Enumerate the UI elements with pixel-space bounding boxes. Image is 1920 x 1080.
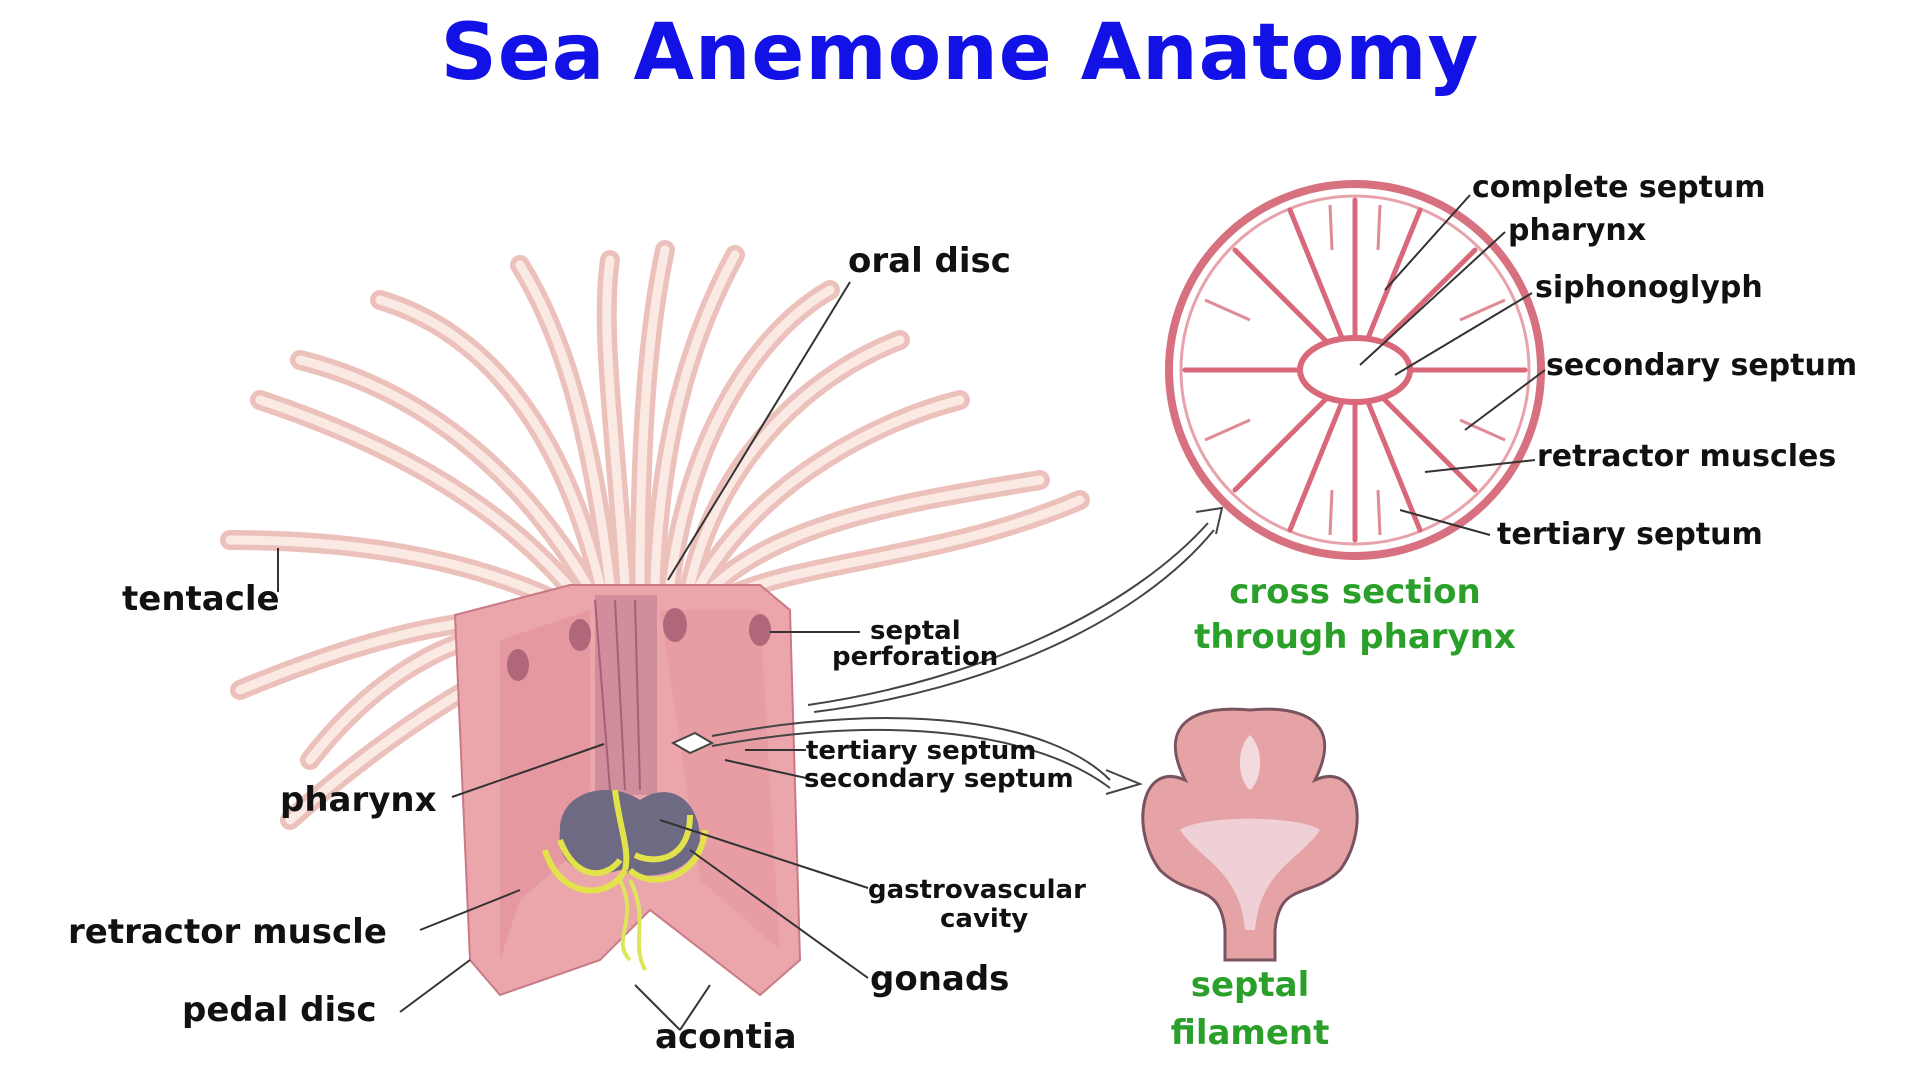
label-acontia: acontia [655, 1017, 797, 1057]
label-tertiary-septum-cross-section: tertiary septum [1497, 517, 1763, 552]
label-pharynx: pharynx [280, 780, 437, 820]
label-secondary-septum-cross-section: secondary septum [1546, 348, 1858, 383]
label-tertiary-septum-main: tertiary septum [806, 736, 1037, 766]
label-septal-perforation-line2: perforation [832, 642, 999, 672]
label-pharynx-cross-section: pharynx [1508, 213, 1647, 248]
label-retractor-muscles: retractor muscles [1537, 439, 1837, 474]
label-secondary-septum-main: secondary septum [804, 764, 1074, 794]
page-title: Sea Anemone Anatomy [440, 8, 1480, 98]
anemone-body-illustration [453, 584, 802, 997]
tentacles-illustration [220, 240, 1090, 830]
leader-lines [277, 281, 869, 1031]
caption-cross-section-line1: cross section [1229, 572, 1481, 612]
caption-septal-filament-line1: septal [1190, 965, 1310, 1005]
label-gastrovascular-cavity-line2: cavity [940, 904, 1029, 934]
label-septal-perforation-line1: septal [870, 616, 961, 646]
label-oral-disc: oral disc [848, 241, 1011, 281]
septal-filament-illustration [1141, 707, 1359, 962]
label-retractor-muscle: retractor muscle [68, 912, 387, 952]
label-siphonoglyph: siphonoglyph [1535, 270, 1763, 305]
cross-section-leader-lines [1359, 194, 1546, 536]
caption-septal-filament-line2: filament [1170, 1013, 1330, 1053]
arrow-to-cross-section [807, 506, 1224, 713]
label-complete-septum: complete septum [1472, 170, 1766, 205]
arrow-to-septal-filament [711, 717, 1144, 795]
label-tentacle: tentacle [122, 579, 280, 619]
label-gonads: gonads [870, 959, 1010, 999]
label-gastrovascular-cavity-line1: gastrovascular [868, 875, 1086, 905]
caption-cross-section-line2: through pharynx [1194, 617, 1516, 657]
cross-section-illustration [1165, 180, 1545, 560]
label-pedal-disc: pedal disc [182, 990, 377, 1030]
